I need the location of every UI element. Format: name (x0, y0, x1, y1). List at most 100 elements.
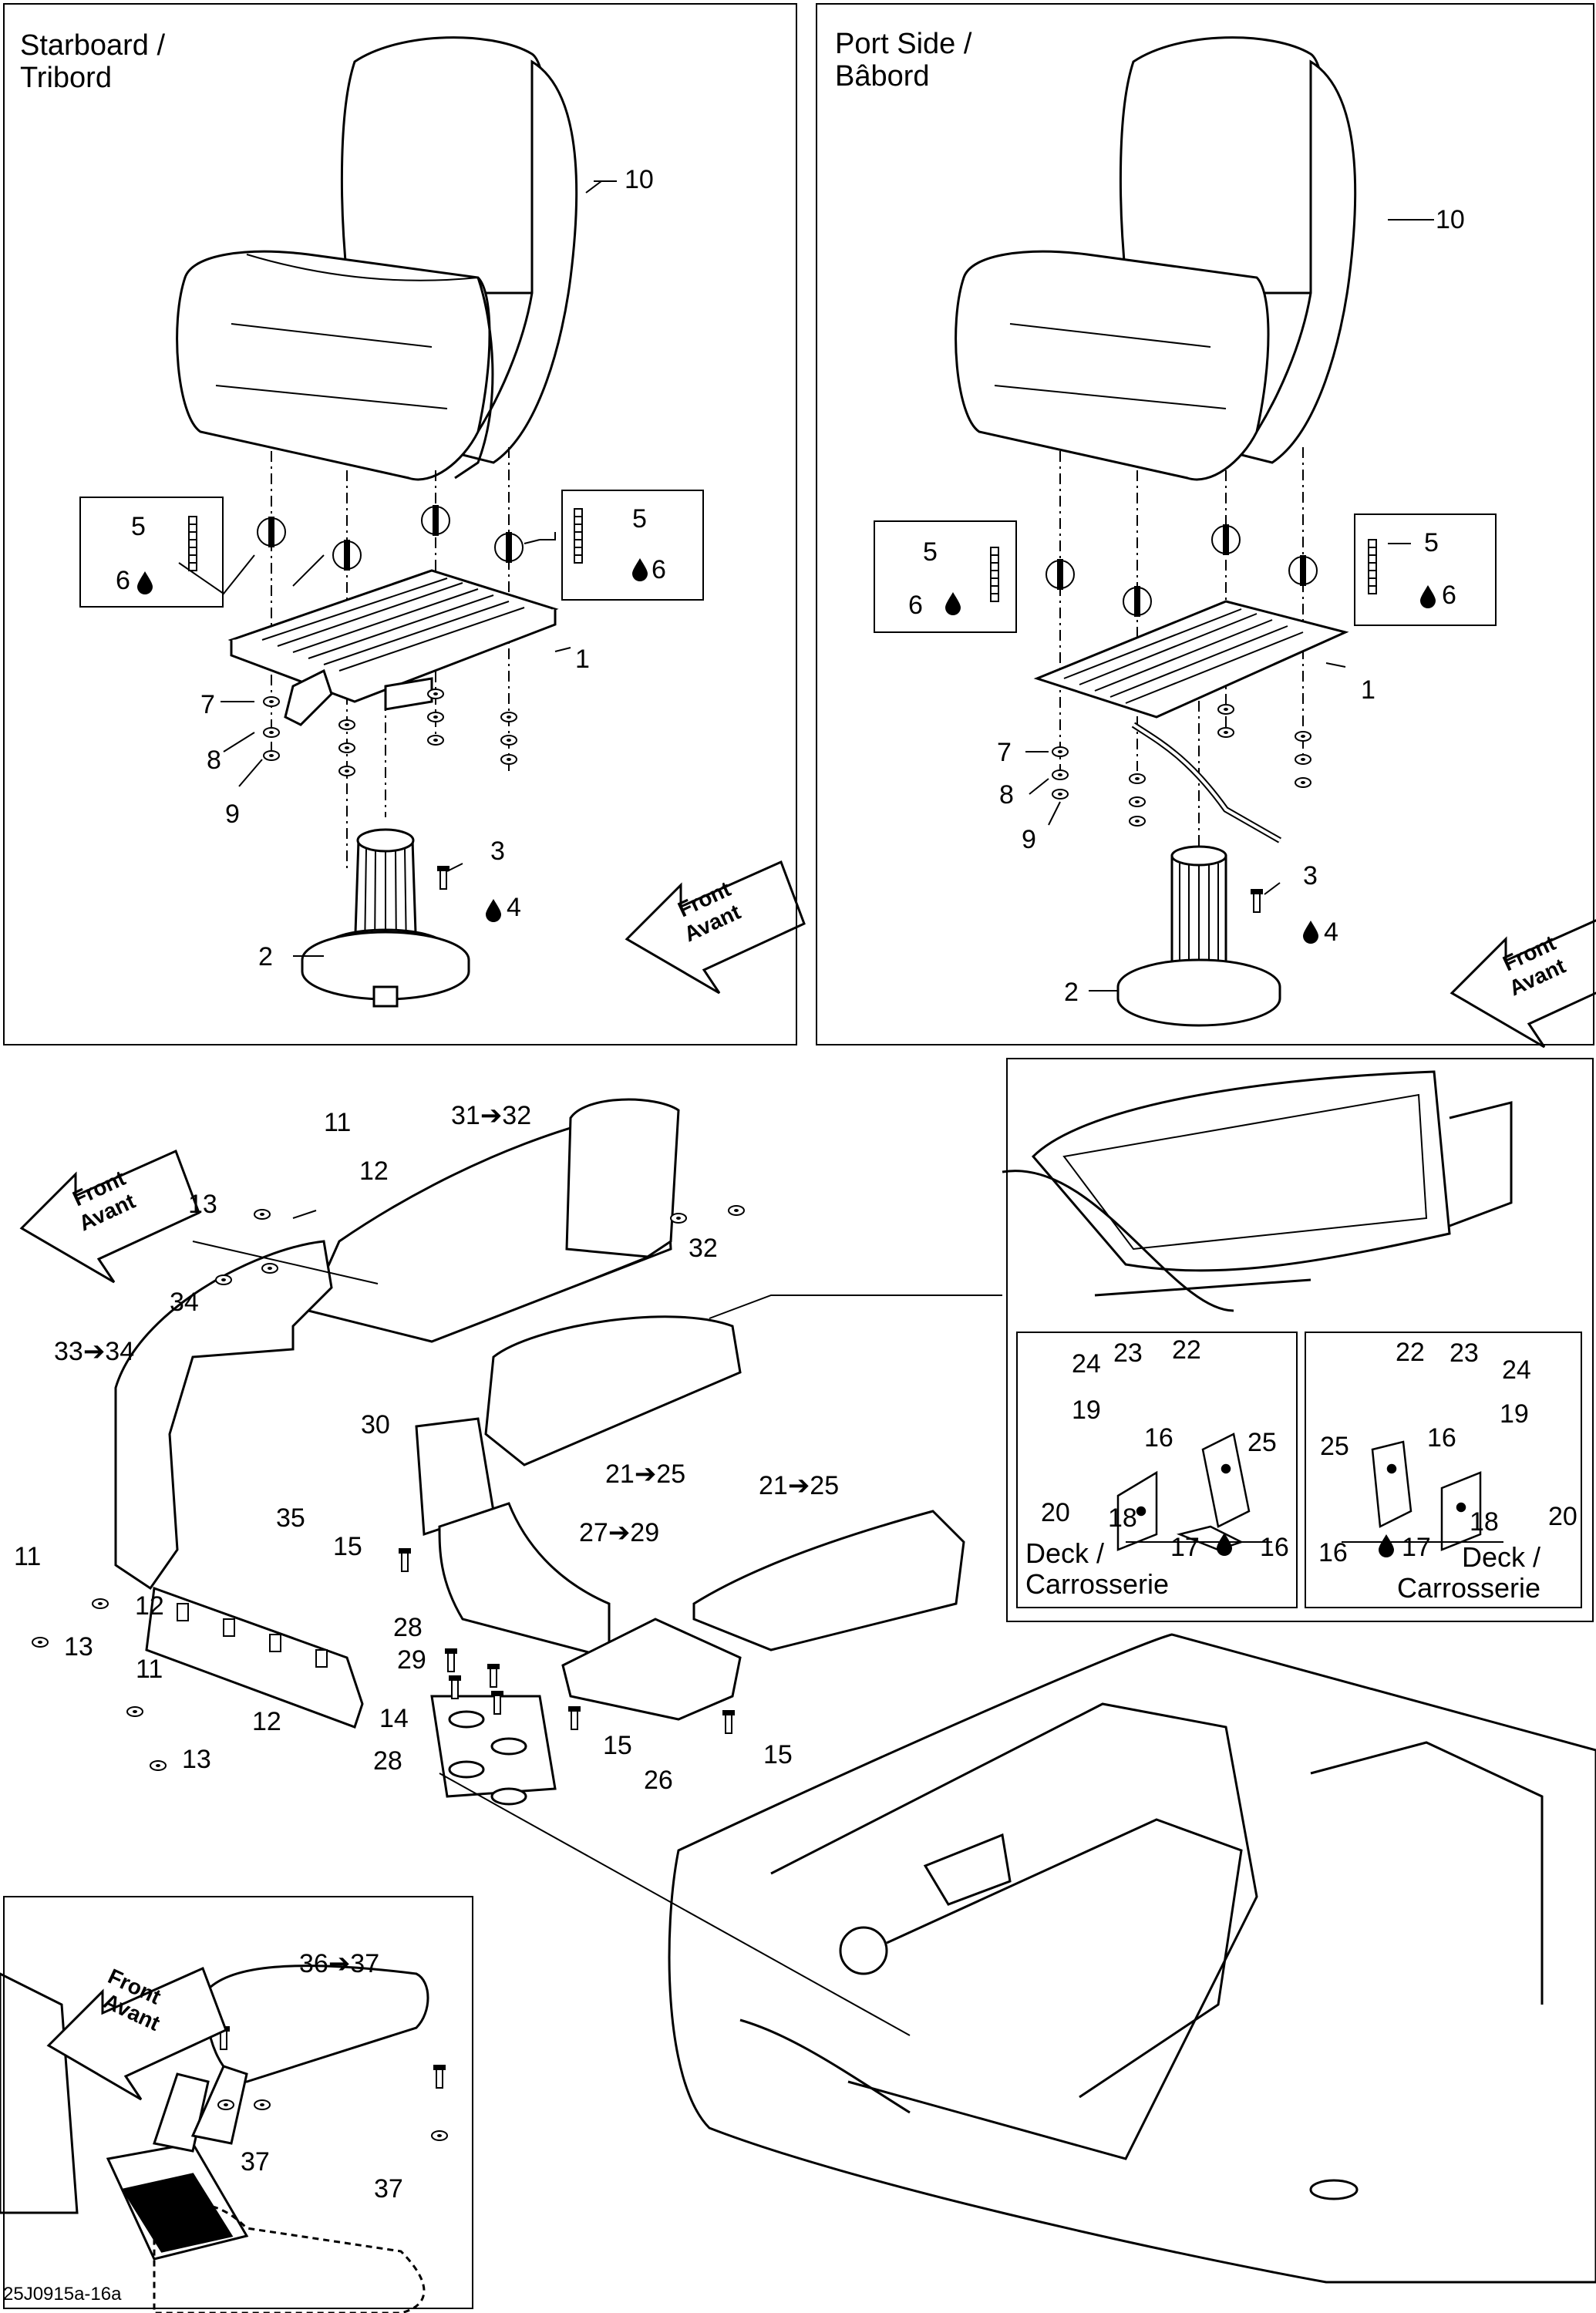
ref-11a: 11 (324, 1108, 352, 1137)
ref-21b: 21➔25 (759, 1471, 840, 1500)
ref-s10: 10 (625, 165, 654, 194)
starboard-slider-bracket (227, 569, 559, 726)
ref-21a: 21➔25 (605, 1460, 686, 1489)
ref-31: 31➔32 (451, 1101, 532, 1130)
ref-d24a: 24 (1072, 1349, 1101, 1379)
ref-s5b: 5 (632, 504, 647, 534)
ref-12b: 12 (135, 1591, 164, 1621)
port-callout-box (874, 520, 1017, 633)
ref-36: 36➔37 (299, 1949, 380, 1978)
ref-12a: 12 (359, 1156, 389, 1186)
bow-cupholders (430, 1695, 557, 1806)
ref-p10: 10 (1436, 205, 1465, 234)
ref-30: 30 (361, 1410, 390, 1439)
ref-p6b: 6 (1442, 581, 1456, 610)
ref-d20a: 20 (1041, 1498, 1070, 1527)
deck-label-right-line2: Carrosserie (1397, 1572, 1541, 1604)
ref-d22b: 22 (1396, 1338, 1425, 1367)
ref-29: 29 (397, 1645, 426, 1675)
deck-label-right: Deck / Carrosserie (1397, 1542, 1540, 1604)
ref-37a: 37 (241, 2147, 270, 2177)
port-title-line2: Bâbord (835, 60, 930, 93)
hinge-detail-right (1342, 1440, 1503, 1551)
ref-11c: 11 (136, 1655, 163, 1684)
starboard-seat-drawing (176, 36, 578, 481)
hinge-detail-left (1116, 1433, 1272, 1551)
port-studs (990, 524, 1377, 944)
ref-p5: 5 (923, 537, 938, 567)
hinge-left-panel (1016, 1332, 1298, 1608)
starboard-seat-panel (3, 3, 797, 1045)
ref-s2: 2 (258, 942, 273, 971)
ref-13a: 13 (188, 1190, 217, 1219)
ref-d25a: 25 (1248, 1428, 1277, 1457)
ref-p9: 9 (1022, 825, 1036, 854)
ref-d24b: 24 (1502, 1355, 1531, 1385)
ref-p5b: 5 (1424, 528, 1439, 557)
drawing-code: 25J0915a-16a (3, 2284, 122, 2305)
ref-d16b: 16 (1260, 1533, 1289, 1562)
port-title: Port Side / Bâbord (835, 28, 971, 93)
console-inset-panel (3, 1896, 473, 2309)
ref-26: 26 (644, 1766, 673, 1795)
ref-p2: 2 (1064, 978, 1079, 1007)
ref-p6: 6 (908, 591, 923, 620)
backrest-inset-drawing (1002, 1070, 1513, 1312)
starboard-studs (188, 505, 583, 922)
starboard-title: Starboard / Tribord (20, 29, 165, 94)
ref-d20b: 20 (1548, 1502, 1577, 1531)
ref-d22a: 22 (1172, 1335, 1201, 1365)
ref-p7: 7 (997, 738, 1012, 767)
deck-label-left: Deck / Carrosserie (1025, 1538, 1169, 1600)
starboard-callout-box (79, 497, 224, 608)
ref-s6: 6 (116, 566, 130, 595)
ref-14: 14 (379, 1704, 409, 1733)
bow-front-arrow (20, 1150, 200, 1284)
ref-34: 34 (170, 1288, 199, 1317)
ref-27: 27➔29 (579, 1518, 660, 1547)
deck-label-right-line1: Deck / (1462, 1541, 1541, 1573)
ref-p1: 1 (1361, 675, 1375, 705)
port-seat-drawing (955, 36, 1357, 481)
ref-d23b: 23 (1450, 1338, 1479, 1368)
starboard-pedestal (301, 828, 470, 1008)
ref-32: 32 (689, 1234, 718, 1263)
ref-s6b: 6 (652, 555, 666, 584)
hinge-right-panel (1305, 1332, 1582, 1608)
ref-s4: 4 (507, 893, 521, 922)
port-callout-box-2 (1354, 513, 1497, 626)
bow-cushions (114, 1098, 965, 1729)
deck-label-left-line2: Carrosserie (1025, 1568, 1170, 1600)
deck-label-left-line1: Deck / (1025, 1537, 1105, 1569)
ref-15b: 15 (603, 1731, 632, 1760)
ref-s9: 9 (225, 800, 240, 829)
ref-d18a: 18 (1108, 1503, 1137, 1533)
ref-11b: 11 (14, 1542, 42, 1571)
ref-15c: 15 (763, 1740, 793, 1769)
port-title-line1: Port Side / (835, 28, 972, 60)
hull-drawing (668, 1633, 1596, 2284)
ref-d16a: 16 (1144, 1423, 1173, 1453)
starboard-title-line1: Starboard / (20, 29, 165, 62)
ref-s1: 1 (575, 645, 590, 674)
ref-s5: 5 (131, 512, 146, 541)
backrest-inset-panel (1006, 1058, 1594, 1622)
ref-s3: 3 (490, 837, 505, 866)
ref-d19a: 19 (1072, 1396, 1101, 1425)
ref-d16c: 16 (1427, 1423, 1456, 1453)
ref-s7: 7 (200, 690, 215, 719)
ref-13c: 13 (182, 1745, 211, 1774)
ref-d18b: 18 (1470, 1507, 1499, 1537)
ref-d25b: 25 (1320, 1432, 1349, 1461)
ref-28b: 28 (373, 1746, 402, 1776)
ref-p4: 4 (1324, 917, 1338, 947)
ref-d23a: 23 (1113, 1338, 1143, 1368)
ref-d19b: 19 (1500, 1399, 1529, 1429)
ref-13b: 13 (64, 1632, 93, 1662)
ref-p3: 3 (1303, 861, 1318, 891)
ref-d17a: 17 (1170, 1533, 1200, 1562)
ref-p8: 8 (999, 780, 1014, 810)
port-slider-bracket (1033, 600, 1349, 843)
